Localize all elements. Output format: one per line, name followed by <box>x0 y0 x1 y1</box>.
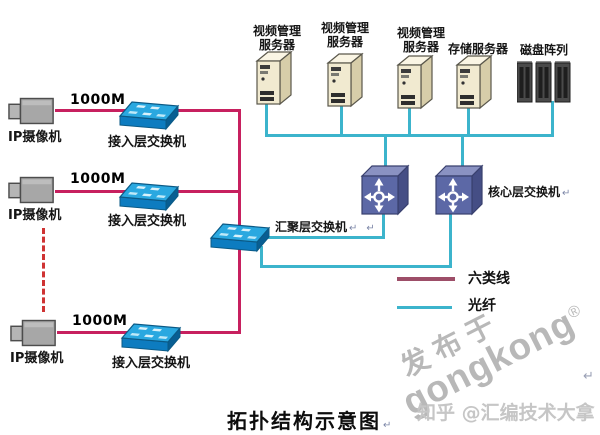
video-server-1-label: 视频管理服务器 <box>246 24 308 52</box>
return-mark: ↵ <box>562 188 571 199</box>
fiber-core1-to-aggregation <box>268 236 385 239</box>
access-switch-2-icon <box>116 175 180 213</box>
access-switch-1-label: 接入层交换机 <box>108 135 187 150</box>
diagram-title-text: 拓扑结构示意图 <box>227 409 381 433</box>
fiber-core1-downlink-vertical <box>382 211 385 239</box>
core-switch-2-icon <box>432 164 484 216</box>
zhihu-credit-watermark: 知乎 @汇编技术大拿 <box>417 402 595 424</box>
link-speed-row1: 1000M <box>70 92 126 108</box>
fiber-aggregation-to-core2 <box>260 265 452 268</box>
fiber-drop-video-server-1 <box>265 103 268 136</box>
aggregation-switch-icon <box>206 216 272 254</box>
more-cameras-ellipsis-line <box>42 228 45 312</box>
video-server-1-icon <box>253 49 295 107</box>
video-server-3-label-line1: 视频管理 <box>396 26 445 40</box>
legend-fiber-swatch <box>397 306 452 309</box>
aggregation-switch-label: 汇聚层交换机↵↵ <box>272 218 378 235</box>
return-mark: ↵ <box>366 223 375 234</box>
return-mark: ↵ <box>349 223 358 234</box>
storage-server-icon <box>453 53 495 111</box>
stray-return-mark: ↵ <box>583 369 594 384</box>
video-server-2-label-line1: 视频管理 <box>320 21 369 35</box>
video-server-3-label-line2: 服务器 <box>402 40 439 54</box>
video-server-1-label-line1: 视频管理 <box>252 24 301 38</box>
link-speed-row3: 1000M <box>72 313 128 329</box>
fiber-drop-video-server-3 <box>408 103 411 136</box>
fiber-uplink-core-switch-2 <box>461 136 464 167</box>
video-server-2-label: 视频管理服务器 <box>314 21 376 49</box>
video-server-3-icon <box>394 53 436 111</box>
legend-cat6-label: 六类线 <box>468 271 510 287</box>
legend-cat6-swatch <box>397 277 455 281</box>
fiber-core2-downlink-vertical <box>449 211 452 268</box>
video-server-3-label: 视频管理服务器 <box>390 26 452 54</box>
access-switch-2-label: 接入层交换机 <box>108 214 187 229</box>
ip-camera-1-label: IP摄像机 <box>8 130 62 145</box>
disk-array-icon <box>517 59 571 104</box>
core-switch-1-icon <box>358 164 410 216</box>
core-switch-label-text: 核心层交换机 <box>488 185 561 199</box>
ip-camera-1-icon <box>8 95 56 127</box>
ip-camera-2-icon <box>8 174 56 206</box>
access-switch-3-icon <box>118 316 182 354</box>
access-switch-1-icon <box>116 94 180 132</box>
fiber-drop-video-server-2 <box>340 105 343 136</box>
legend-fiber-label: 光纤 <box>468 298 496 314</box>
ip-camera-3-label: IP摄像机 <box>10 351 64 366</box>
fiber-aggregation-down-vertical <box>260 246 263 268</box>
return-mark: ↵ <box>383 420 394 431</box>
storage-server-label: 存储服务器 <box>448 42 509 56</box>
link-speed-row2: 1000M <box>70 171 126 187</box>
fiber-uplink-core-switch-1 <box>384 136 387 167</box>
diagram-title: 拓扑结构示意图↵ <box>227 405 393 434</box>
access-switch-3-label: 接入层交换机 <box>112 356 191 371</box>
aggregation-switch-label-text: 汇聚层交换机 <box>275 220 348 234</box>
video-server-1-label-line2: 服务器 <box>258 38 295 52</box>
video-server-2-label-line2: 服务器 <box>326 35 363 49</box>
fiber-server-bus <box>265 134 554 137</box>
fiber-drop-storage-server <box>467 102 470 136</box>
fiber-drop-disk-array <box>551 101 554 136</box>
ip-camera-2-label: IP摄像机 <box>8 208 62 223</box>
core-switch-label: 核心层交换机↵ <box>488 183 570 200</box>
cat6-trunk-vertical <box>238 109 241 334</box>
disk-array-label: 磁盘阵列 <box>520 43 569 57</box>
video-server-2-icon <box>324 51 366 109</box>
ip-camera-3-icon <box>10 317 58 349</box>
